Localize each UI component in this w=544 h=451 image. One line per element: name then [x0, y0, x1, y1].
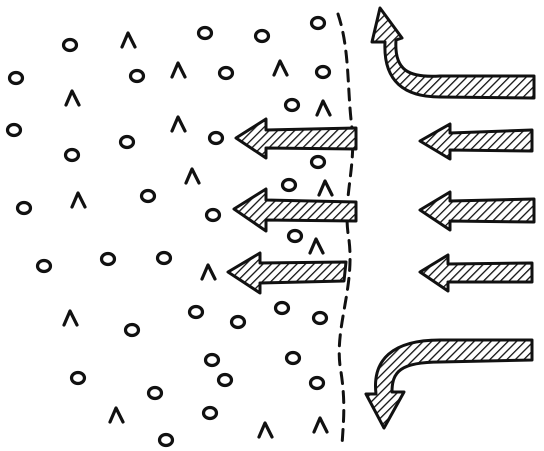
- inner-arrow-bottom: [228, 253, 346, 293]
- particle-lambda: [314, 418, 327, 432]
- particle-lambda: [110, 408, 123, 422]
- particle-circle: [199, 28, 212, 39]
- particle-circle: [126, 325, 139, 336]
- outer-arrow-middle: [420, 192, 534, 230]
- particle-circle: [312, 157, 325, 168]
- particle-circle: [312, 18, 325, 29]
- particle-circle: [206, 355, 219, 366]
- particle-lambda: [186, 169, 199, 183]
- particle-circle: [311, 378, 324, 389]
- particle-lambda: [319, 181, 332, 195]
- particle-circle: [102, 254, 115, 265]
- particle-circle: [38, 261, 51, 272]
- particle-circle: [121, 137, 134, 148]
- particle-lambda: [274, 61, 287, 75]
- particle-circle: [66, 150, 79, 161]
- particle-lambda: [72, 193, 85, 207]
- particle-circle: [256, 31, 269, 42]
- outer-arrows: [420, 124, 534, 291]
- particle-field: [8, 18, 333, 446]
- particle-circle: [317, 67, 330, 78]
- particle-circle: [289, 231, 302, 242]
- particle-circle: [286, 100, 299, 111]
- outer-arrow-top: [420, 124, 532, 159]
- particle-circle: [149, 388, 162, 399]
- particle-circle: [287, 353, 300, 364]
- particle-lambda: [66, 91, 79, 105]
- dashed-boundary: [338, 14, 353, 446]
- particle-circle: [18, 203, 31, 214]
- particle-circle: [158, 253, 171, 264]
- particle-lambda: [259, 423, 272, 437]
- particle-circle: [64, 40, 77, 51]
- inner-arrow-top: [236, 119, 356, 158]
- particle-circle: [210, 133, 223, 144]
- particle-circle: [220, 68, 233, 79]
- particle-circle: [314, 313, 327, 324]
- particle-circle: [232, 317, 245, 328]
- particle-circle: [276, 303, 289, 314]
- particle-circle: [207, 210, 220, 221]
- curved-arrow-up: [372, 8, 534, 98]
- particle-lambda: [317, 101, 330, 115]
- particle-lambda: [122, 33, 135, 47]
- inner-arrows: [228, 119, 356, 293]
- particle-lambda: [172, 117, 185, 131]
- particle-lambda: [64, 311, 77, 325]
- particle-circle: [8, 125, 21, 136]
- particle-circle: [10, 73, 23, 84]
- curved-arrow-down: [366, 340, 532, 428]
- particle-circle: [131, 71, 144, 82]
- particle-lambda: [310, 239, 323, 253]
- particle-circle: [204, 408, 217, 419]
- inner-arrow-middle: [234, 189, 356, 231]
- outer-arrow-bottom: [420, 255, 532, 291]
- particle-lambda: [172, 63, 185, 77]
- particle-circle: [160, 435, 173, 446]
- particle-circle: [72, 373, 85, 384]
- particle-circle: [142, 191, 155, 202]
- particle-circle: [190, 307, 203, 318]
- particle-circle: [219, 375, 232, 386]
- particle-circle: [283, 180, 296, 191]
- particle-lambda: [202, 265, 215, 279]
